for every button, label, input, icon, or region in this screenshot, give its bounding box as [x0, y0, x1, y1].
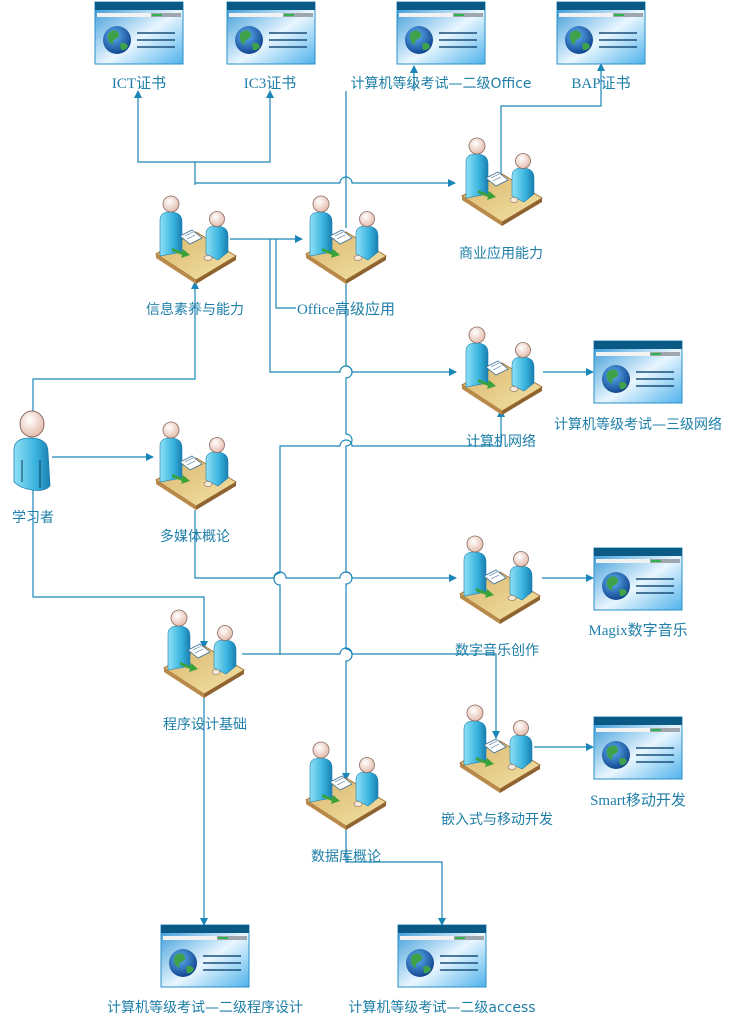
edge-programming-network [242, 409, 505, 655]
certificate-bap[interactable] [556, 1, 646, 65]
certificate-icon [593, 340, 683, 404]
course-business[interactable] [461, 137, 543, 227]
course-network[interactable] [461, 326, 543, 416]
person-icon [13, 410, 51, 491]
edge-info-office-label [275, 239, 296, 309]
edge-multimedia-music [194, 510, 457, 582]
certificate-icon [556, 1, 646, 65]
edge-database-ncre2access [345, 820, 446, 926]
certificate-ncre2prog[interactable] [160, 924, 250, 988]
certificate-icon [397, 924, 487, 988]
label-course-business: 商业应用能力 [459, 246, 543, 262]
edge-info-ic3 [195, 90, 274, 163]
edge-learner-info [32, 281, 199, 412]
label-course-info: 信息素养与能力 [146, 302, 244, 318]
meeting-icon [155, 195, 237, 285]
certificate-icon [94, 1, 184, 65]
label-course-office: Office高级应用 [296, 302, 396, 318]
label-course-music: 数字音乐创作 [455, 643, 539, 659]
certificate-ncre3net[interactable] [593, 340, 683, 404]
label-course-network: 计算机网络 [466, 434, 536, 450]
certificate-icon [593, 716, 683, 780]
certificate-magix[interactable] [593, 547, 683, 611]
course-embedded[interactable] [459, 704, 541, 794]
label-certificate-smart: Smart移动开发 [590, 793, 686, 809]
edge-programming-embedded [280, 647, 500, 739]
meeting-icon [155, 421, 237, 511]
meeting-icon [459, 535, 541, 625]
edge-office-database [342, 284, 353, 781]
label-course-embedded: 嵌入式与移动开发 [441, 812, 553, 828]
certificate-ncre2access[interactable] [397, 924, 487, 988]
edge-info-business [195, 176, 456, 187]
label-certificate-magix: Magix数字音乐 [588, 623, 688, 639]
edge-info-ict [134, 90, 196, 185]
edge-business-bap [500, 63, 605, 178]
certificate-icon [593, 547, 683, 611]
certificate-ict[interactable] [94, 1, 184, 65]
label-certificate-ict: ICT证书 [111, 76, 167, 92]
label-learner: 学习者 [12, 510, 54, 526]
label-certificate-bap: BAP证书 [571, 76, 631, 92]
certificate-icon [160, 924, 250, 988]
certificate-smart[interactable] [593, 716, 683, 780]
label-course-programming: 程序设计基础 [163, 717, 247, 733]
label-certificate-ncre3net: 计算机等级考试—三级网络 [554, 417, 722, 433]
certificate-icon [226, 1, 316, 65]
meeting-icon [461, 326, 543, 416]
certificate-ic3[interactable] [226, 1, 316, 65]
course-info[interactable] [155, 195, 237, 285]
label-certificate-ncre2access: 计算机等级考试—二级access [348, 1000, 536, 1016]
learner[interactable] [13, 410, 51, 491]
label-course-database: 数据库概论 [311, 849, 381, 865]
label-certificate-ic3: IC3证书 [243, 76, 297, 92]
certificate-icon [396, 1, 486, 65]
label-course-multimedia: 多媒体概论 [160, 529, 230, 545]
label-certificate-ncre2office: 计算机等级考试—二级Office [350, 76, 532, 92]
meeting-icon [461, 137, 543, 227]
course-music[interactable] [459, 535, 541, 625]
label-certificate-ncre2prog: 计算机等级考试—二级程序设计 [107, 1000, 303, 1016]
course-multimedia[interactable] [155, 421, 237, 511]
certificate-ncre2office[interactable] [396, 1, 486, 65]
meeting-icon [459, 704, 541, 794]
edge-learner-programming [32, 478, 208, 649]
